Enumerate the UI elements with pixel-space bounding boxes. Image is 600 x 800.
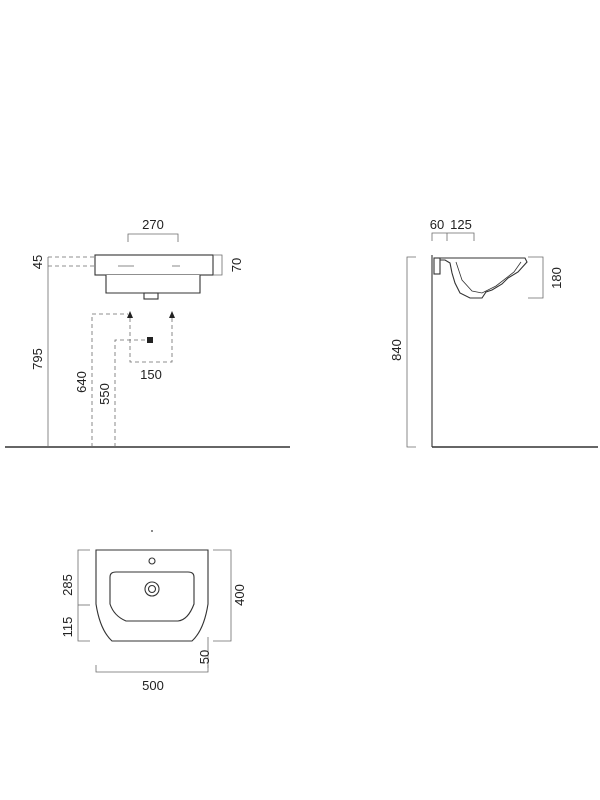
dim-depth-front-label: 115 xyxy=(60,617,75,638)
dim-side-total-height-line xyxy=(406,256,416,448)
dim-wall-offset-label: 60 xyxy=(430,217,444,232)
side-view: 60 125 180 840 xyxy=(389,217,598,448)
basin-wall-bracket xyxy=(433,257,441,275)
dim-rim-height-label: 45 xyxy=(30,255,45,269)
dim-basin-width-label: 270 xyxy=(142,217,164,232)
supply-right-marker xyxy=(169,311,175,318)
centre-mark xyxy=(151,530,153,532)
basin-side-profile xyxy=(434,257,528,299)
dim-bowl-height-label: 180 xyxy=(549,267,564,289)
basin-inner-profile xyxy=(455,261,522,294)
dim-side-total-height-label: 840 xyxy=(389,339,404,361)
waste-outlet xyxy=(143,292,159,300)
dim-width-line xyxy=(95,665,209,673)
dim-bowl-height-line xyxy=(528,256,544,299)
dim-width-label: 500 xyxy=(142,678,164,693)
supply-left-marker xyxy=(127,311,133,318)
dim-total-depth-line xyxy=(213,549,232,642)
dim-supply-spacing-line xyxy=(129,318,173,363)
dim-basin-width-line xyxy=(127,233,179,242)
tap-hole xyxy=(148,557,156,565)
basin-bowl xyxy=(105,275,201,294)
dim-waste-height-label: 640 xyxy=(74,371,89,393)
basin-rim xyxy=(94,254,214,276)
dim-total-height-label: 795 xyxy=(30,348,45,370)
front-view: 270 45 70 795 640 550 150 xyxy=(5,217,290,448)
dim-depth-rear-label: 285 xyxy=(60,574,75,596)
dim-supply-height-line xyxy=(114,339,145,447)
dim-front-offset-label: 50 xyxy=(197,650,212,664)
top-view: 285 115 400 50 500 xyxy=(60,530,247,693)
dim-supply-height-label: 550 xyxy=(97,383,112,405)
dim-rim-offset-label: 125 xyxy=(450,217,472,232)
dim-total-depth-label: 400 xyxy=(232,584,247,606)
dim-basin-depth-line xyxy=(213,254,223,276)
dim-offset-line xyxy=(431,232,475,241)
waste-marker xyxy=(147,337,153,343)
dim-basin-depth-label: 70 xyxy=(229,258,244,272)
dim-supply-spacing-label: 150 xyxy=(140,367,162,382)
drain-inner xyxy=(147,584,157,594)
dim-depth-left-line xyxy=(77,549,90,642)
dim-waste-height-line xyxy=(91,313,128,447)
